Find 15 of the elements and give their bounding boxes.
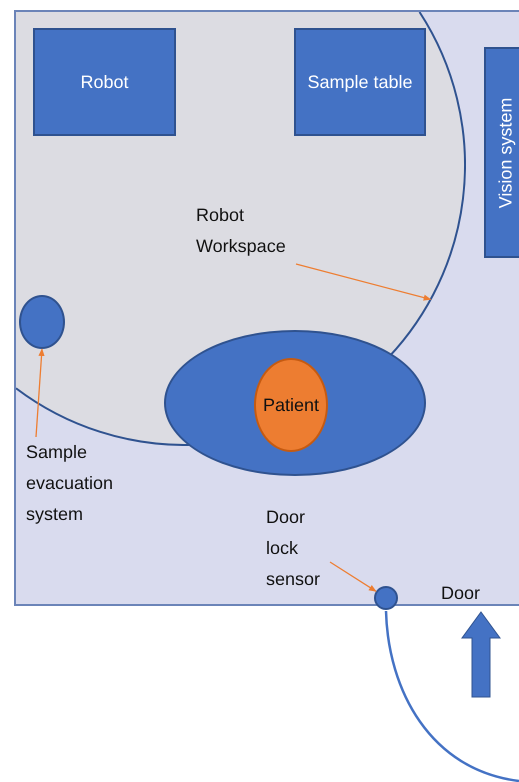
block-label: Vision system [494,97,516,208]
callout-text: Robot Workspace [196,200,296,264]
block-label: Robot [80,71,129,94]
equipment-block [294,28,426,136]
block-label: Patient [262,394,320,417]
block-label: Sample table [307,71,413,94]
leader-line [296,263,432,301]
equipment-block [484,47,519,258]
callout-text: Sample evacuation system [26,437,126,533]
leader-line [35,348,45,438]
equipment-block [33,28,176,136]
door-label: Door [441,582,480,605]
leader-line [330,561,377,592]
room-outline [14,10,519,606]
callout-text: Door lock sensor [266,502,330,598]
